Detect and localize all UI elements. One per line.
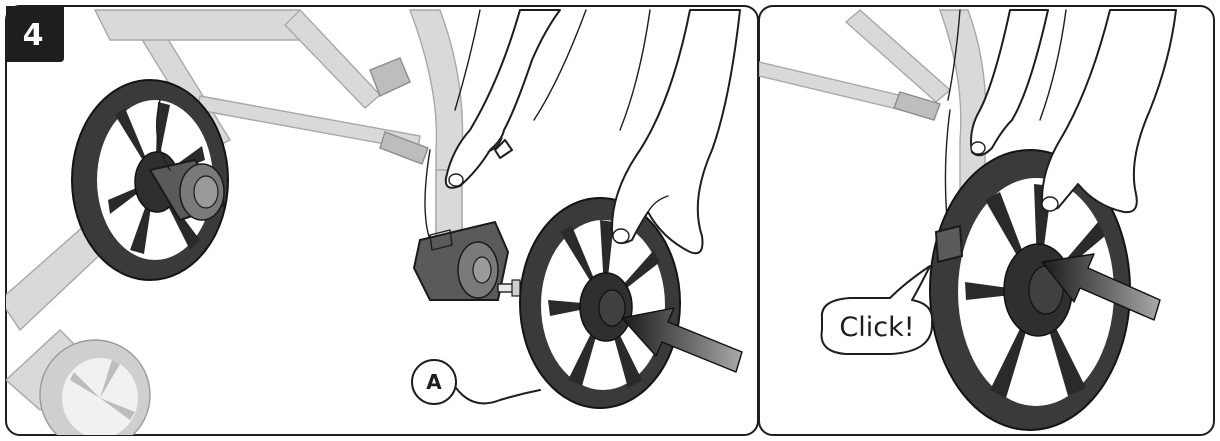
hand-right-detail	[1039, 9, 1177, 214]
speech-bubble: Click!	[820, 265, 934, 355]
hand-left	[444, 9, 587, 189]
click-sound-text: Click!	[839, 312, 914, 343]
step-badge: 4	[6, 6, 64, 62]
callout-label: A	[426, 370, 442, 394]
hand-right	[611, 9, 741, 255]
left-panel: A 4	[5, 5, 759, 436]
right-panel: Click!	[758, 5, 1215, 436]
hand-left-detail	[947, 9, 1049, 157]
rear-wheel-main	[519, 197, 681, 409]
axle-unit-far-side	[148, 99, 227, 222]
push-arrow-icon-right	[1041, 253, 1161, 321]
step-number: 4	[23, 18, 44, 53]
push-arrow-icon	[621, 307, 743, 373]
callout-a: A	[411, 359, 541, 405]
front-wheel-background	[39, 339, 151, 435]
